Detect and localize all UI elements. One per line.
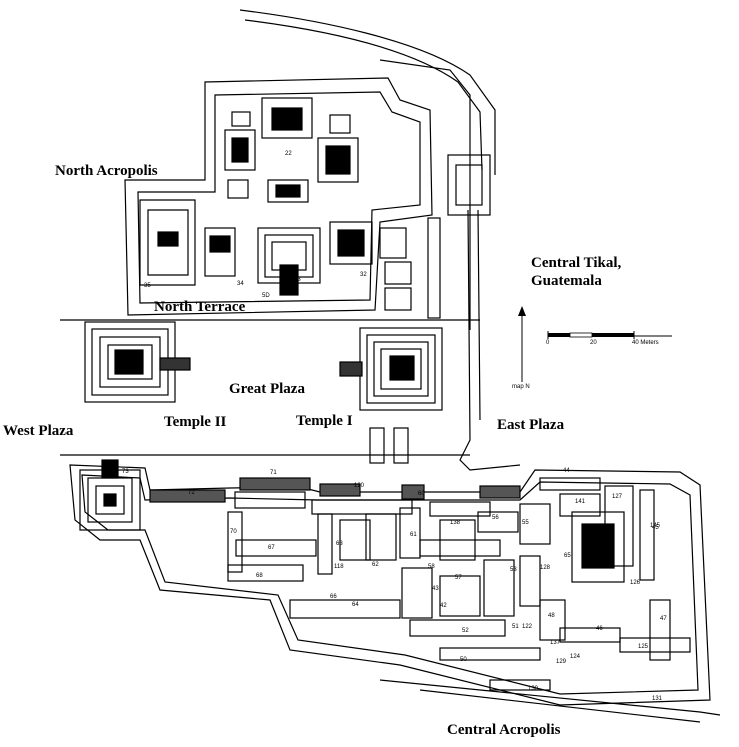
scale-tick-0: 0 [546,340,550,346]
structure-number: 129 [556,659,567,665]
structure-number: 57 [455,575,462,581]
structure-32 [329,221,373,265]
north-causeway [239,9,496,175]
structure-number: 137 [550,640,561,646]
structure-number: 53 [510,567,517,573]
structure-33 [257,227,321,296]
structure-block-b [317,137,359,183]
structure-number: 45 [652,525,659,531]
structure-block-a [224,129,256,171]
structure-number: 34 [237,281,244,287]
structure-number: 118 [334,564,344,570]
structure-34 [204,227,236,277]
structure-block-c [267,179,309,203]
structure-number: 56 [492,515,499,521]
structure-number: 64 [352,602,359,608]
structure-number: 42 [440,603,447,609]
scale-tick-20: 20 [590,340,597,346]
structure-number: 125 [638,644,649,650]
structure-number: 126 [630,580,641,586]
north-arrow-icon [518,306,526,382]
structure-number: 47 [660,616,667,622]
structure-number: 145 [650,523,661,529]
structure-73 [79,459,141,531]
structure-number: 55 [522,520,529,526]
structure-number: 48 [548,613,555,619]
structure-number: 51 [512,624,519,630]
temple-ii [84,321,191,403]
structure-number: 73 [122,469,129,475]
structure-number: 62 [372,562,379,568]
structure-number: 70 [230,529,237,535]
structure-number: 63 [336,541,343,547]
scale-tick-40: 40 Meters [632,340,659,346]
label-temple-ii: Temple II [164,414,227,430]
structure-number: 124 [570,654,581,660]
east-wall [459,209,521,471]
north-acropolis-platform [124,77,433,316]
structure-number: 52 [462,628,469,634]
structure-number: 141 [575,499,586,505]
structure-number: 5D [262,293,270,299]
label-north-acropolis: North Acropolis [55,163,158,179]
structure-number: 120 [354,483,365,489]
structure-22 [261,97,313,139]
north-label: map N [512,384,530,390]
structure-number: 50 [460,657,467,663]
temple-i [339,327,443,411]
ballcourt [369,427,385,464]
label-guatemala: Guatemala [531,273,602,289]
label-north-terrace: North Terrace [154,299,246,315]
structure-number: 138 [450,520,461,526]
structure-number: 72 [188,490,195,496]
structure-number: 33 [294,277,301,283]
label-central-tikal: Central Tikal, [531,255,622,271]
structure-number: 22 [285,151,292,157]
structure-number: 128 [540,565,551,571]
structure-number: 66 [330,594,337,600]
label-west-plaza: West Plaza [3,423,74,439]
label-central-acropolis: Central Acropolis [447,722,561,738]
structure-number: 32 [360,272,367,278]
structure-number: 68 [256,573,263,579]
structure-number: 122 [522,624,533,630]
structure-number: 131 [652,696,663,702]
label-great-plaza: Great Plaza [229,381,305,397]
structure-number: 65 [564,553,571,559]
structure-number: 67 [268,545,275,551]
structure-number: 130 [528,686,539,692]
scale-bar [547,331,672,339]
structure-number: 71 [270,470,277,476]
east-structure [447,154,491,216]
structure-number: 61 [410,532,417,538]
structure-number: 35 [144,283,151,289]
label-temple-i: Temple I [296,413,353,429]
structure-35 [139,199,196,286]
north-acropolis-inner [137,91,421,304]
structure-number: 58 [428,564,435,570]
structure-number: 43 [432,586,439,592]
structure-number: 127 [612,494,623,500]
label-east-plaza: East Plaza [497,417,565,433]
structure-number: 46 [596,626,603,632]
structure-number: 44 [563,468,570,474]
structure-number: 60 [418,491,425,497]
